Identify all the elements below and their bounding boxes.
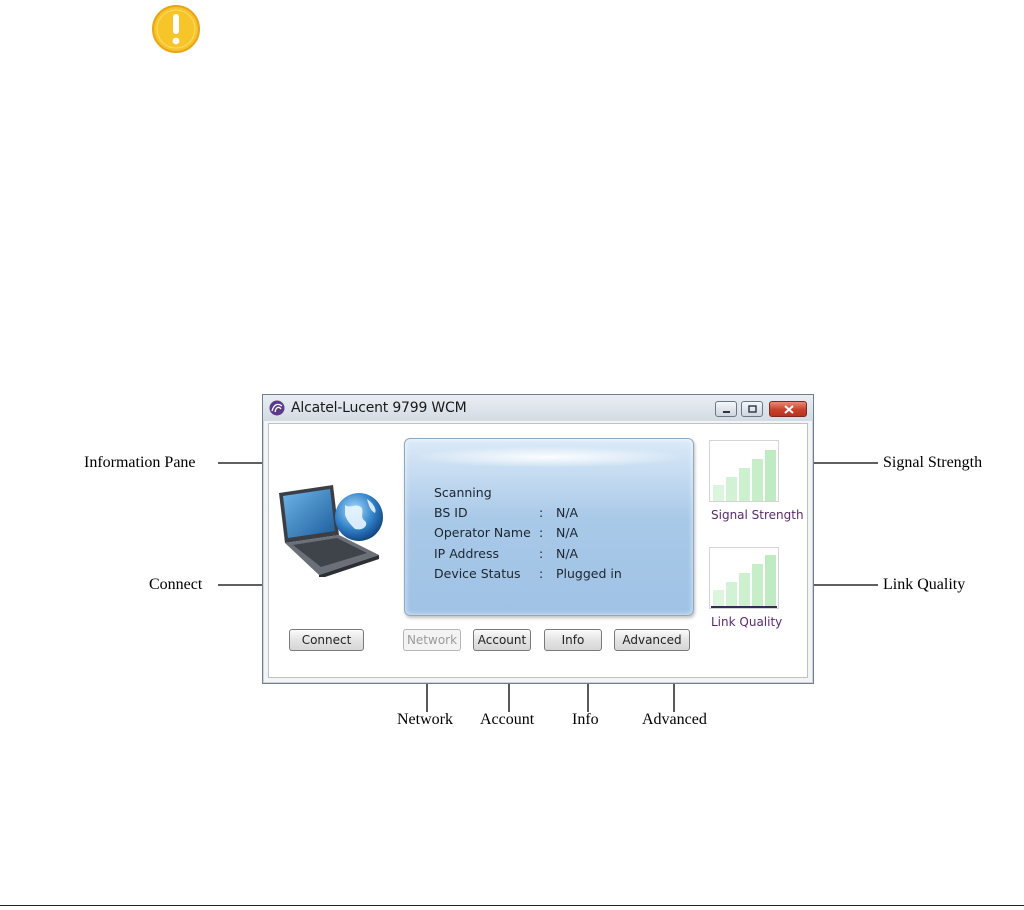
link-quality-meter	[709, 547, 779, 609]
callout-network: Network	[397, 711, 453, 729]
ip-address-separator: :	[539, 546, 543, 561]
title-bar[interactable]: Alcatel-Lucent 9799 WCM	[263, 395, 813, 421]
information-pane-glare	[419, 447, 679, 467]
device-status-value: Plugged in	[556, 566, 622, 581]
footer-rule	[0, 905, 1024, 906]
link-quality-label: Link Quality	[711, 615, 782, 629]
callout-connect: Connect	[149, 576, 202, 594]
bs-id-separator: :	[539, 505, 543, 520]
laptop-globe-icon	[275, 485, 385, 577]
callout-link-quality: Link Quality	[883, 576, 965, 594]
close-button[interactable]	[769, 401, 807, 417]
connect-button[interactable]: Connect	[289, 629, 364, 651]
account-button[interactable]: Account	[473, 629, 531, 651]
device-status-label: Device Status	[434, 566, 521, 581]
information-pane: Scanning BS ID : N/A Operator Name : N/A…	[404, 438, 694, 616]
device-status-separator: :	[539, 566, 543, 581]
link-quality-bars	[710, 548, 778, 608]
signal-strength-label: Signal Strength	[711, 508, 804, 522]
callout-info: Info	[572, 711, 599, 729]
window-title: Alcatel-Lucent 9799 WCM	[291, 400, 467, 416]
maximize-icon	[742, 402, 764, 418]
minimize-button[interactable]	[715, 401, 737, 417]
operator-name-separator: :	[539, 525, 543, 540]
signal-strength-bars	[710, 441, 778, 501]
connection-status: Scanning	[434, 485, 492, 500]
callout-advanced: Advanced	[642, 711, 707, 729]
callout-information-pane: Information Pane	[84, 454, 196, 472]
operator-name-label: Operator Name	[434, 525, 531, 540]
ip-address-value: N/A	[556, 546, 578, 561]
info-button[interactable]: Info	[544, 629, 602, 651]
ip-address-label: IP Address	[434, 546, 499, 561]
minimize-icon	[716, 402, 738, 418]
advanced-button[interactable]: Advanced	[614, 629, 690, 651]
maximize-button[interactable]	[741, 401, 763, 417]
callout-account: Account	[480, 711, 534, 729]
operator-name-value: N/A	[556, 525, 578, 540]
signal-strength-meter	[709, 440, 779, 502]
bs-id-label: BS ID	[434, 505, 468, 520]
alcatel-lucent-logo-icon	[269, 400, 285, 416]
network-button[interactable]: Network	[403, 629, 461, 651]
callout-signal-strength: Signal Strength	[883, 454, 982, 472]
close-icon	[770, 402, 808, 418]
bs-id-value: N/A	[556, 505, 578, 520]
